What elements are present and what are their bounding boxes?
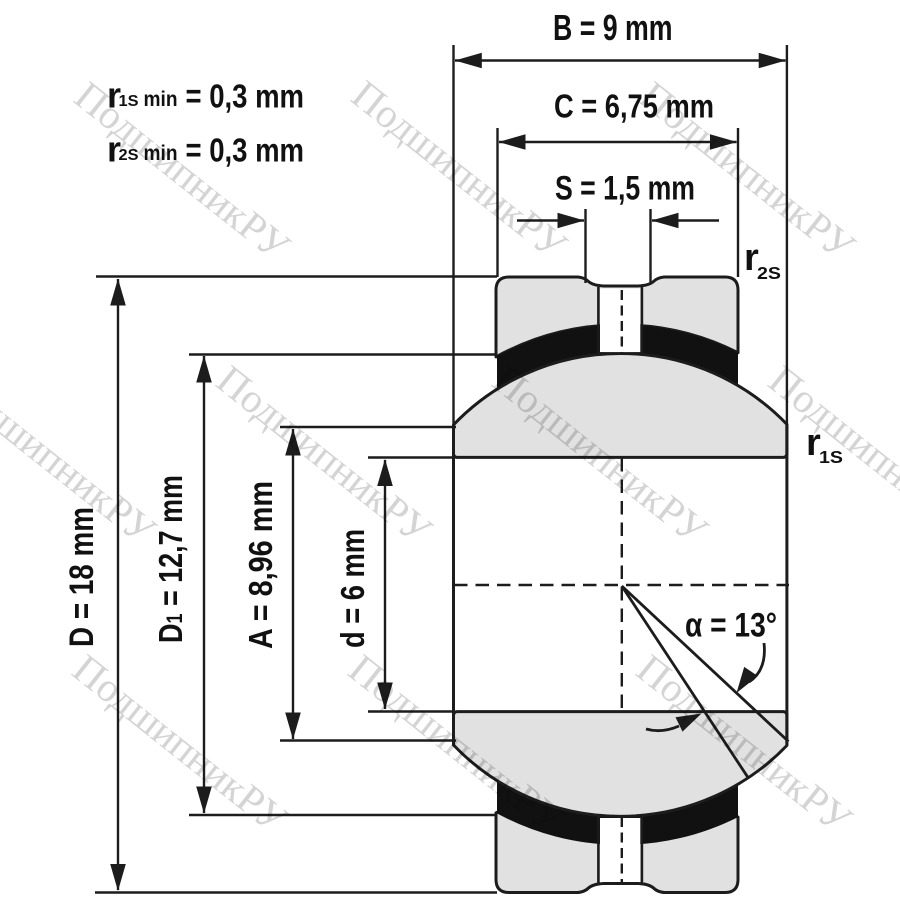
- svg-text:D = 18 mm: D = 18 mm: [63, 507, 101, 647]
- svg-text:r: r: [107, 129, 121, 170]
- svg-text:= 0,3 mm: = 0,3 mm: [186, 132, 305, 169]
- svg-text:S = 1,5 mm: S = 1,5 mm: [555, 170, 695, 208]
- svg-text:B = 9 mm: B = 9 mm: [553, 7, 673, 48]
- svg-text:= 0,3 mm: = 0,3 mm: [186, 78, 305, 115]
- svg-text:r: r: [744, 237, 759, 279]
- svg-text:1S: 1S: [119, 93, 139, 110]
- svg-text:2S: 2S: [757, 263, 781, 283]
- svg-text:r: r: [806, 422, 821, 464]
- svg-text:2S: 2S: [119, 147, 139, 164]
- svg-text:C = 6,75 mm: C = 6,75 mm: [554, 88, 714, 125]
- svg-text:min: min: [144, 88, 178, 111]
- svg-text:r: r: [107, 75, 121, 116]
- svg-text:d = 6 mm: d = 6 mm: [334, 529, 371, 648]
- svg-text:A = 8,96 mm: A = 8,96 mm: [242, 481, 279, 649]
- svg-text:α = 13°: α = 13°: [685, 607, 777, 645]
- svg-text:min: min: [144, 142, 178, 165]
- svg-text:1S: 1S: [819, 447, 843, 467]
